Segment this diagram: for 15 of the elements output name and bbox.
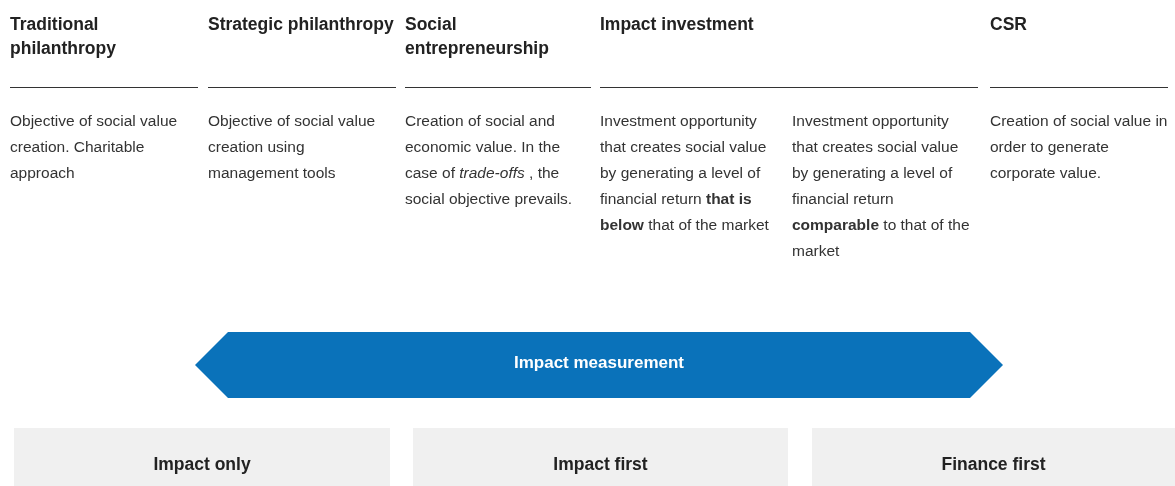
column-heading: Strategic philanthropy bbox=[208, 13, 394, 36]
description-text: Creation of social and economic value. In the case of trade-offs , the social objective prevails. bbox=[405, 111, 574, 209]
category-box: Impact only bbox=[14, 428, 390, 486]
category-box: Impact first bbox=[413, 428, 788, 486]
description-text: Investment opportunity that creates social value by generating a level of financial return comparable to that of the market bbox=[792, 111, 971, 261]
column-heading: Traditional philanthropy bbox=[10, 13, 117, 60]
category-box: Finance first bbox=[812, 428, 1175, 486]
description-text: Objective of social value creation. Charitable approach bbox=[10, 111, 179, 183]
description-text: Investment opportunity that creates social value by generating a level of financial return that is below that of the market bbox=[600, 111, 770, 235]
description-text: Creation of social value in order to generate corporate value. bbox=[990, 111, 1169, 183]
column-heading: Social entrepreneurship bbox=[405, 13, 550, 60]
description-text: Objective of social value creation using management tools bbox=[208, 111, 377, 183]
column-heading: CSR bbox=[990, 13, 1027, 36]
banner-label: Impact measurement bbox=[512, 353, 686, 373]
column-heading: Impact investment bbox=[600, 13, 754, 36]
